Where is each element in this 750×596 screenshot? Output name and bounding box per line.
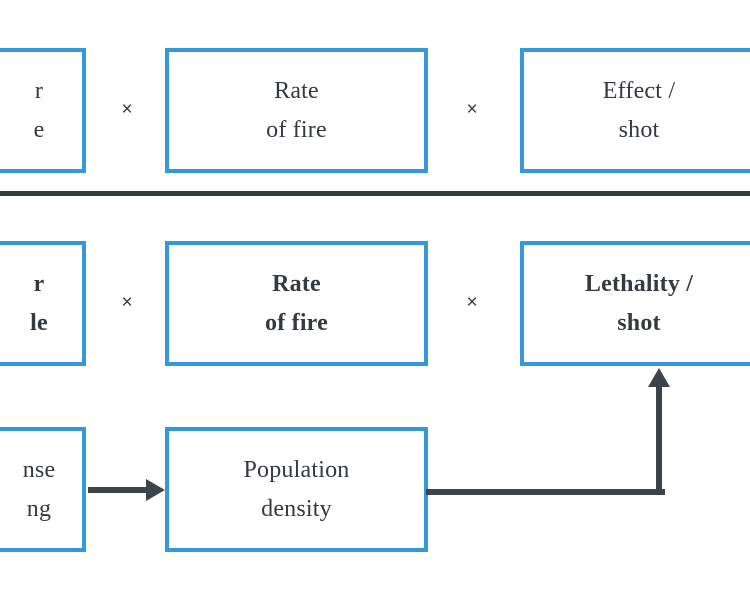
node-line-2: of fire xyxy=(265,309,328,336)
multiply-operator-3: × xyxy=(121,292,133,313)
connector-population-to-lethality-arrowhead xyxy=(648,368,670,387)
node-dense-targeting[interactable]: nse ng xyxy=(0,427,86,552)
node-line-2: shot xyxy=(617,309,661,336)
multiply-operator-2: × xyxy=(466,99,478,120)
multiply-operator-1: × xyxy=(121,99,133,120)
node-line-1: Lethality / xyxy=(584,270,694,297)
node-line-2: le xyxy=(30,309,48,336)
node-line-2: shot xyxy=(618,116,660,143)
node-rate-of-fire-bottom[interactable]: Rate of fire xyxy=(165,241,428,366)
connector-population-to-lethality-horizontal xyxy=(426,489,665,495)
equation-divider xyxy=(0,191,750,196)
node-number-rounds-bold[interactable]: r le xyxy=(0,241,86,366)
node-line-1: Effect / xyxy=(602,77,676,104)
node-line-2: ng xyxy=(26,495,52,522)
node-line-1: Rate xyxy=(274,77,319,104)
node-population-density[interactable]: Population density xyxy=(165,427,428,552)
node-line-2: e xyxy=(33,116,45,143)
multiply-operator-4: × xyxy=(466,292,478,313)
connector-to-population-arrowhead xyxy=(146,479,165,501)
node-line-1: Population xyxy=(243,456,350,483)
node-lethality-per-shot[interactable]: Lethality / shot xyxy=(520,241,750,366)
node-line-1: Rate xyxy=(272,270,321,297)
node-line-2: of fire xyxy=(266,116,327,143)
connector-population-to-lethality-vertical xyxy=(656,386,662,492)
node-number-rounds[interactable]: r e xyxy=(0,48,86,173)
node-line-1: r xyxy=(33,270,45,297)
node-effect-per-shot[interactable]: Effect / shot xyxy=(520,48,750,173)
node-rate-of-fire-top[interactable]: Rate of fire xyxy=(165,48,428,173)
node-line-1: nse xyxy=(22,456,56,483)
node-line-1: r xyxy=(34,77,44,104)
connector-to-population-shaft xyxy=(88,487,148,493)
node-line-2: density xyxy=(261,495,332,522)
